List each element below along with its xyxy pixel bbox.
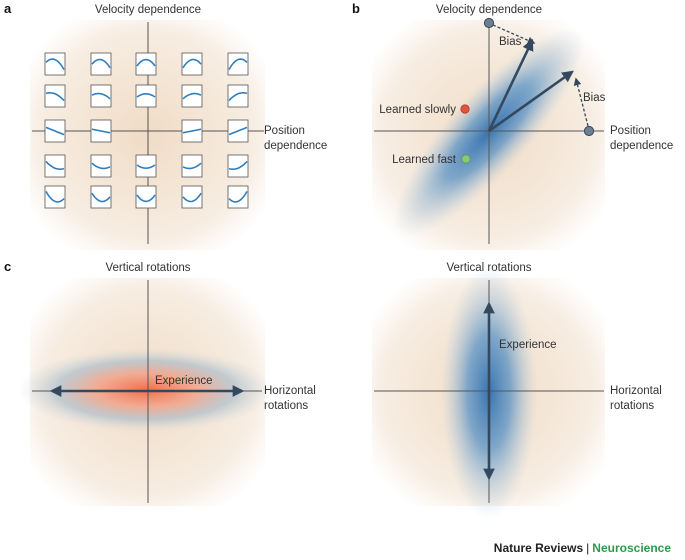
panel-b-letter: b (352, 1, 360, 16)
tuning-cell (181, 154, 203, 178)
tuning-cell (90, 52, 112, 76)
tuning-curve (45, 191, 65, 203)
journal-separator: | (586, 541, 590, 555)
tuning-cell (135, 52, 157, 76)
tuning-cell (135, 84, 157, 108)
tuning-cell (135, 185, 157, 209)
tuning-curve (91, 58, 111, 69)
tuning-cell (181, 52, 203, 76)
tuning-cell (181, 84, 203, 108)
panel-b-target-dot-right (583, 125, 595, 137)
panel-b-learned-arrow-velocity (487, 38, 534, 132)
tuning-curve (182, 92, 202, 100)
tuning-curve (91, 162, 111, 170)
tuning-cell (90, 84, 112, 108)
tuning-curve (45, 92, 65, 102)
panel-c-left-right-label-1: Horizontal (264, 385, 316, 397)
tuning-cell (90, 154, 112, 178)
panel-c-right-top-label: Vertical rotations (446, 262, 531, 274)
tuning-curve (45, 126, 65, 136)
tuning-cell (227, 52, 249, 76)
panel-c-right-right-label-1: Horizontal (610, 385, 662, 397)
panel-b-bias-label-top: Bias (499, 36, 522, 48)
tuning-cell (90, 185, 112, 209)
panel-a-letter: a (4, 1, 12, 16)
tuning-curve (182, 192, 202, 203)
tuning-cell (227, 154, 249, 178)
tuning-curve (228, 58, 248, 70)
tuning-cell (135, 154, 157, 178)
tuning-cell (44, 185, 66, 209)
tuning-curve (182, 162, 202, 170)
panel-c-left-top-label: Vertical rotations (105, 262, 190, 274)
panel-c-letter: c (4, 259, 11, 274)
tuning-curve (91, 92, 111, 100)
panel-c-left-experience-label: Experience (155, 375, 213, 387)
panel-a-top-label: Velocity dependence (95, 4, 201, 16)
panel-b-learned-slowly-label: Learned slowly (379, 104, 456, 116)
tuning-curve (182, 58, 202, 69)
panel-b-learned-fast-label: Learned fast (392, 154, 457, 166)
tuning-cell (44, 52, 66, 76)
tuning-curve (136, 58, 156, 67)
panel-b-right-label-1: Position (610, 125, 651, 137)
panel-b-bias-arrow-right (573, 77, 589, 127)
tuning-curve (91, 192, 111, 203)
tuning-curve (136, 164, 156, 170)
panel-b: b Velocity dependence Position dependenc… (352, 1, 673, 250)
panel-a: a Velocity dependence Position dependenc… (4, 1, 327, 250)
panel-b-bias-arrow-top (492, 24, 536, 45)
tuning-cell (44, 84, 66, 108)
tuning-curve-grid (44, 52, 249, 209)
panel-c-right-right-label-2: rotations (610, 400, 654, 412)
tuning-cell (227, 185, 249, 209)
tuning-curve (45, 58, 65, 70)
panel-b-learned-slowly-dot (460, 104, 470, 114)
panel-a-right-label-1: Position (264, 125, 305, 137)
panel-b-right-label-2: dependence (610, 140, 673, 152)
tuning-curve (228, 160, 248, 170)
tuning-curve (182, 128, 202, 134)
panel-c-right-experience-label: Experience (499, 339, 557, 351)
tuning-cell (44, 154, 66, 178)
tuning-cell (227, 84, 249, 108)
panel-b-bias-label-right: Bias (583, 92, 606, 104)
panel-b-learned-arrow-position (488, 70, 574, 133)
tuning-curve (228, 126, 248, 136)
tuning-curve (228, 191, 248, 203)
panel-b-top-label: Velocity dependence (436, 4, 542, 16)
panel-c-right: Vertical rotations Experience Horizontal… (372, 262, 662, 520)
tuning-curve (228, 92, 248, 102)
tuning-curve (91, 128, 111, 134)
journal-footer: Nature Reviews|Neuroscience (494, 541, 671, 555)
tuning-curve (136, 92, 156, 98)
tuning-cell (181, 185, 203, 209)
tuning-curve (136, 194, 156, 203)
panel-c-left-right-label-2: rotations (264, 400, 308, 412)
journal-name: Nature Reviews (493, 541, 584, 555)
panel-a-right-label-2: dependence (264, 140, 327, 152)
journal-section: Neuroscience (592, 541, 671, 555)
tuning-curve (45, 160, 65, 170)
panel-b-learned-fast-dot (461, 154, 471, 164)
panel-c-left: c Vertical rotations Experience Horizont… (4, 259, 316, 506)
panel-b-target-dot-top (483, 17, 495, 29)
